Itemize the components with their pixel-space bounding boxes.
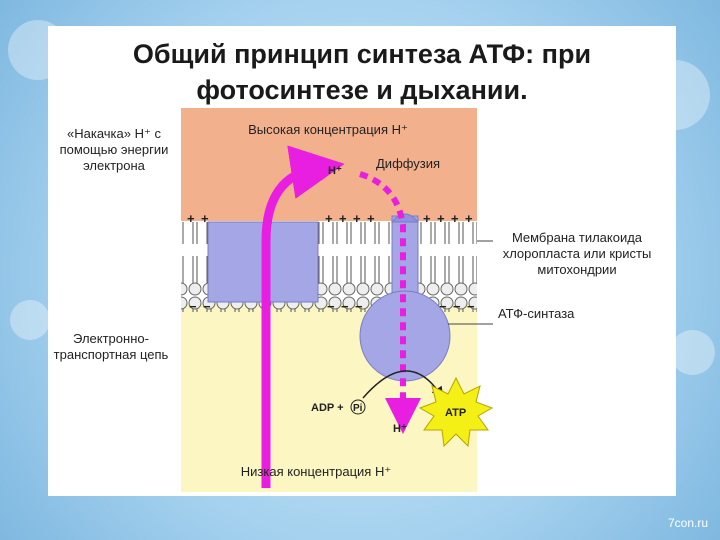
atp-label: ATP [445, 407, 466, 419]
high-concentration-label: Высокая концентрация H⁺ [248, 122, 408, 137]
svg-text:−: − [189, 299, 197, 314]
positive-charges: + + + + + + + + + + [187, 211, 473, 226]
adp-label: ADP + [311, 402, 344, 414]
h-plus-bottom-label: H⁺ [393, 423, 407, 435]
slide-title: Общий принцип синтеза АТФ: при фотосинте… [132, 39, 592, 105]
svg-text:+: + [451, 211, 459, 226]
svg-text:+: + [339, 211, 347, 226]
atp-synthesis-diagram: ++ ++++ ++++ −− −−− −−− H⁺ H⁺ ADP + [181, 108, 494, 492]
svg-text:+: + [437, 211, 445, 226]
atp-synthase-label: АТФ-синтаза [498, 306, 575, 321]
proton-pump-arrow [261, 145, 345, 488]
svg-text:+: + [201, 211, 209, 226]
svg-text:+: + [325, 211, 333, 226]
phosphorylation-arrow [362, 370, 444, 399]
low-concentration-label: Низкая концентрация H⁺ [240, 464, 392, 479]
svg-text:−: − [439, 299, 447, 314]
svg-text:−: − [341, 299, 349, 314]
negative-charges: −− −−− −−− [189, 299, 475, 314]
bg-bubble [670, 330, 715, 375]
atp-burst [418, 376, 494, 448]
h-plus-top-label: H⁺ [328, 165, 342, 177]
diffusion-arrow [359, 171, 421, 434]
pump-label: «Накачка» H⁺ с помощью энергии электрона [59, 126, 169, 173]
watermark: 7con.ru [667, 516, 708, 530]
pi-label: Pi [353, 403, 363, 414]
svg-text:+: + [423, 211, 431, 226]
svg-text:+: + [465, 211, 473, 226]
membrane-label: Мембрана тилакоида хлоропласта или крист… [502, 230, 652, 277]
svg-text:+: + [367, 211, 375, 226]
svg-text:−: − [467, 299, 475, 314]
svg-text:−: − [327, 299, 335, 314]
bg-bubble [10, 300, 50, 340]
svg-text:−: − [355, 299, 363, 314]
diffusion-label: Диффузия [376, 156, 441, 171]
svg-text:+: + [187, 211, 195, 226]
pi-icon [350, 399, 366, 415]
svg-text:−: − [453, 299, 461, 314]
slide: Общий принцип синтеза АТФ: при фотосинте… [48, 26, 676, 496]
etc-label: Электронно-транспортная цепь [53, 331, 169, 362]
svg-text:−: − [203, 299, 211, 314]
svg-text:+: + [353, 211, 361, 226]
